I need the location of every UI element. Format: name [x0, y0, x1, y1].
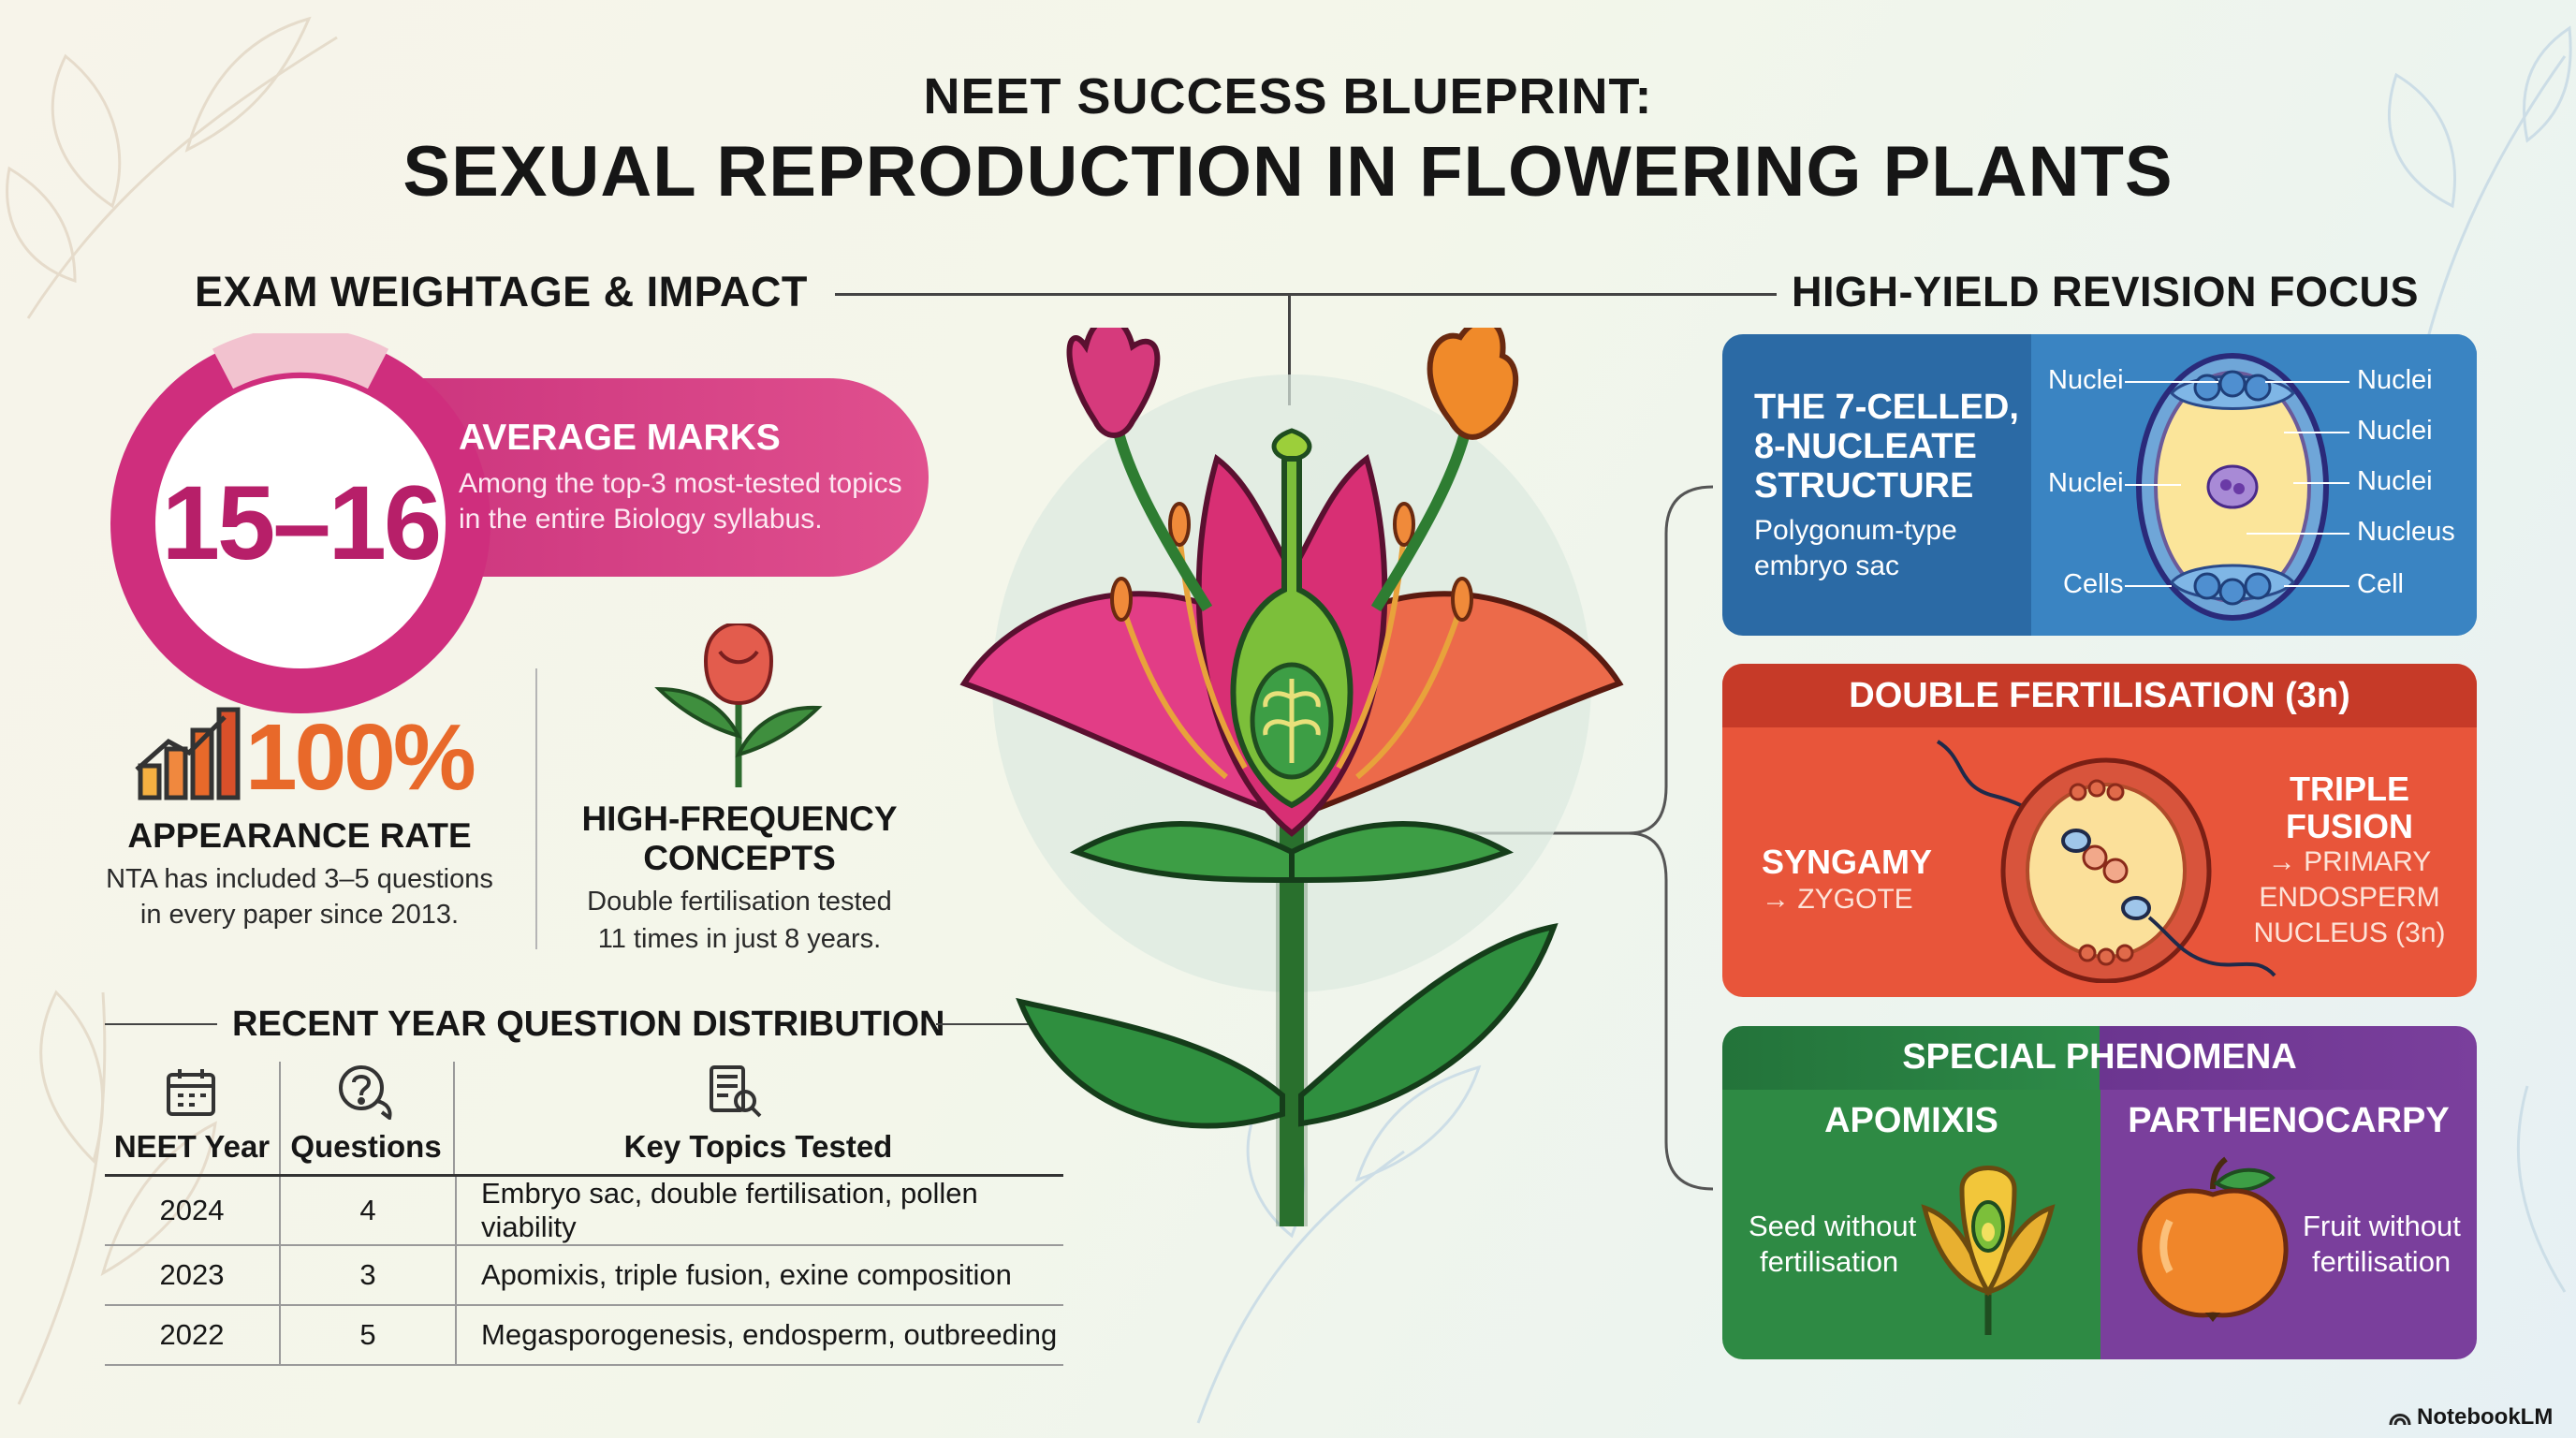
cell-questions: 5: [280, 1305, 457, 1366]
distribution-rule-right: [936, 1023, 1045, 1025]
notebooklm-brand: NotebookLM: [2417, 1404, 2554, 1430]
label-right-nuclei-3: Nuclei: [2357, 466, 2433, 496]
table-row: 2024 4 Embryo sac, double fertilisation,…: [105, 1175, 1063, 1246]
distribution-rule-left: [105, 1023, 217, 1025]
syngamy-title: SYNGAMY: [1762, 843, 1933, 881]
special-phenomena-title: SPECIAL PHENOMENA: [1902, 1037, 2297, 1077]
triple-fusion-title-1: TRIPLE: [2289, 770, 2409, 808]
page-title: SEXUAL REPRODUCTION IN FLOWERING PLANTS: [402, 132, 2174, 212]
label-right-nuclei-1: Nuclei: [2357, 365, 2433, 395]
triple-fusion-sub-1: → PRIMARY: [2267, 846, 2432, 877]
parthenocarpy-text-2: fertilisation: [2312, 1245, 2452, 1278]
notebooklm-logo-icon: [2389, 1414, 2411, 1426]
average-marks-value: 15–16: [161, 464, 442, 581]
cell-year: 2022: [105, 1305, 281, 1366]
table-row: 2023 3 Apomixis, triple fusion, exine co…: [105, 1245, 1063, 1306]
fruit-icon: [2137, 1156, 2289, 1322]
fertilisation-diagram: [1936, 740, 2276, 983]
cell-topics: Embryo sac, double fertilisation, pollen…: [456, 1175, 1063, 1246]
apomixis-text-2: fertilisation: [1760, 1245, 1899, 1278]
average-marks-title: AVERAGE MARKS: [459, 418, 781, 458]
col-header-year: NEET Year: [113, 1129, 271, 1164]
high-frequency-title-2: CONCEPTS: [643, 839, 836, 877]
high-frequency-text-1: Double fertilisation tested: [587, 887, 892, 917]
header-subtitle: NEET SUCCESS BLUEPRINT:: [923, 68, 1653, 125]
embryo-title-2: 8-NUCLEATE: [1754, 427, 1977, 466]
label-left-nuclei-mid: Nuclei: [2048, 468, 2124, 498]
syngamy-sub: → ZYGOTE: [1762, 884, 1913, 915]
parthenocarpy-title: PARTHENOCARPY: [2128, 1101, 2450, 1140]
connector-line-right: [1290, 293, 1777, 296]
embryo-title-1: THE 7-CELLED,: [1754, 388, 2019, 427]
label-right-nucleus: Nucleus: [2357, 517, 2455, 547]
embryo-sac-diagram: [2136, 353, 2329, 621]
embryo-title-3: STRUCTURE: [1754, 466, 1974, 506]
ring-highlight-arc: [212, 333, 389, 389]
average-marks-text: Among the top-3 most-tested topics in th…: [459, 468, 902, 535]
embryo-label-lines: [2125, 381, 2349, 587]
col-header-topics: Key Topics Tested: [623, 1129, 893, 1164]
stats-divider: [535, 668, 537, 949]
label-right-cell: Cell: [2357, 569, 2404, 599]
embryo-sub-1: Polygonum-type: [1754, 515, 1957, 546]
topics-search-icon: [710, 1065, 762, 1118]
high-frequency-title-1: HIGH-FREQUENCY: [581, 800, 898, 838]
flower-illustration: [959, 328, 1624, 1226]
apomixis-flower-icon: [1921, 1166, 2056, 1335]
col-header-questions: Questions: [290, 1129, 442, 1164]
parthenocarpy-text-1: Fruit without: [2303, 1210, 2461, 1242]
connector-line-left: [835, 293, 1290, 296]
cell-year: 2023: [105, 1245, 281, 1306]
label-left-cells: Cells: [2063, 569, 2124, 599]
appearance-rate-text-1: NTA has included 3–5 questions: [106, 864, 493, 894]
label-right-nuclei-2: Nuclei: [2357, 416, 2433, 446]
cell-topics: Apomixis, triple fusion, exine compositi…: [456, 1245, 1063, 1306]
appearance-rate-text-2: in every paper since 2013.: [139, 900, 460, 930]
connector-line-down: [1288, 293, 1291, 405]
header-divider-1: [279, 1062, 281, 1176]
exam-weightage-title: EXAM WEIGHTAGE & IMPACT: [195, 268, 808, 315]
embryo-sub-2: embryo sac: [1754, 550, 1900, 581]
calendar-icon: [167, 1069, 215, 1116]
apomixis-text-1: Seed without: [1749, 1210, 1917, 1242]
table-row: 2022 5 Megasporogenesis, endosperm, outb…: [105, 1305, 1063, 1366]
triple-fusion-title-2: FUSION: [2285, 807, 2413, 845]
triple-fusion-sub-2: ENDOSPERM: [2259, 882, 2440, 913]
rosebud-icon: [654, 624, 823, 787]
cell-questions: 3: [280, 1245, 457, 1306]
cell-questions: 4: [280, 1175, 457, 1246]
embryo-sac-card: [1722, 334, 2477, 636]
appearance-rate-title: APPEARANCE RATE: [127, 816, 472, 855]
bar-chart-icon: [135, 707, 241, 800]
distribution-table: 2024 4 Embryo sac, double fertilisation,…: [105, 1174, 1063, 1366]
distribution-title: RECENT YEAR QUESTION DISTRIBUTION: [232, 1005, 945, 1044]
double-fertilisation-title: DOUBLE FERTILISATION (3n): [1849, 676, 2350, 715]
label-left-nuclei-top: Nuclei: [2048, 365, 2124, 395]
revision-focus-title: HIGH-YIELD REVISION FOCUS: [1792, 268, 2420, 315]
header-divider-2: [453, 1062, 455, 1176]
cell-topics: Megasporogenesis, endosperm, outbreeding: [456, 1305, 1063, 1366]
apomixis-title: APOMIXIS: [1824, 1101, 1998, 1140]
high-frequency-text-2: 11 times in just 8 years.: [597, 924, 882, 954]
appearance-rate-value: 100%: [245, 705, 476, 810]
cell-year: 2024: [105, 1175, 281, 1246]
question-icon: [339, 1065, 392, 1120]
triple-fusion-sub-3: NUCLEUS (3n): [2253, 917, 2446, 948]
